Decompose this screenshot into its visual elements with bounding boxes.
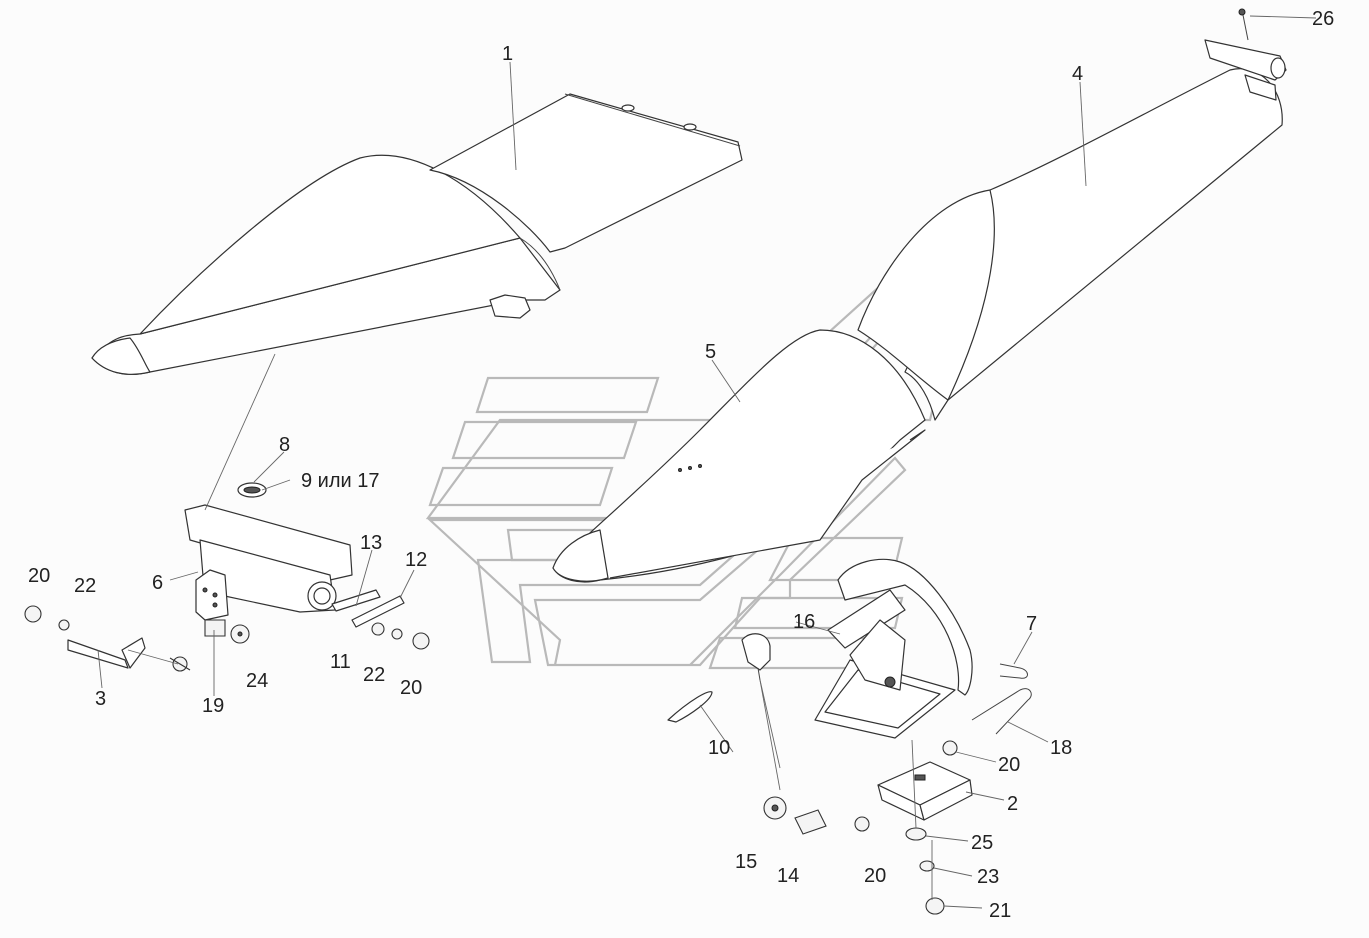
callout-15: 15 xyxy=(735,851,757,873)
part-6-bracket xyxy=(184,504,353,621)
part-19-bolt xyxy=(169,619,226,672)
part-5-chute xyxy=(552,329,926,583)
callout-16: 16 xyxy=(793,611,815,633)
callout-3: 3 xyxy=(95,688,106,710)
callout-5: 5 xyxy=(705,341,716,363)
callout-9-or-17: 9 или 17 xyxy=(301,470,380,492)
part-8-9-cap xyxy=(237,482,267,498)
leader-lines xyxy=(97,15,1317,909)
callout-20-b: 20 xyxy=(400,677,422,699)
callout-20-a: 20 xyxy=(28,565,50,587)
part-18-ubolt xyxy=(971,688,1032,735)
part-12-13-straps xyxy=(331,589,405,628)
callout-14: 14 xyxy=(777,865,799,887)
callout-25: 25 xyxy=(971,832,993,854)
callout-8: 8 xyxy=(279,434,290,456)
callout-20-c: 20 xyxy=(998,754,1020,776)
callout-2: 2 xyxy=(1007,793,1018,815)
part-7-ubolt xyxy=(999,663,1028,679)
callout-19: 19 xyxy=(202,695,224,717)
part-16-bracket xyxy=(814,558,973,739)
callout-20-d: 20 xyxy=(864,865,886,887)
callout-10: 10 xyxy=(708,737,730,759)
part-10-cotter-pin xyxy=(667,691,713,723)
callout-6: 6 xyxy=(152,572,163,594)
callout-21: 21 xyxy=(989,900,1011,922)
callout-labels: 1 2 3 4 5 6 7 8 9 или 17 10 11 12 13 14 … xyxy=(28,8,1334,922)
callout-11: 11 xyxy=(330,651,351,673)
callout-7: 7 xyxy=(1026,613,1037,635)
part-24-washer xyxy=(230,624,250,644)
part-2-plate xyxy=(877,761,973,821)
callout-22-a: 22 xyxy=(74,575,96,597)
part-4-chute xyxy=(857,8,1287,421)
part-3-pin xyxy=(67,637,146,669)
part-15-pin xyxy=(741,633,771,681)
left-fasteners xyxy=(24,605,430,650)
callout-18: 18 xyxy=(1050,737,1072,759)
part-1-shield xyxy=(91,93,743,375)
callout-23: 23 xyxy=(977,866,999,888)
callout-26: 26 xyxy=(1312,8,1334,30)
callout-24: 24 xyxy=(246,670,268,692)
callout-1: 1 xyxy=(502,43,513,65)
callout-22-b: 22 xyxy=(363,664,385,686)
callout-12: 12 xyxy=(405,549,427,571)
callout-13: 13 xyxy=(360,532,382,554)
callout-4: 4 xyxy=(1072,63,1083,85)
